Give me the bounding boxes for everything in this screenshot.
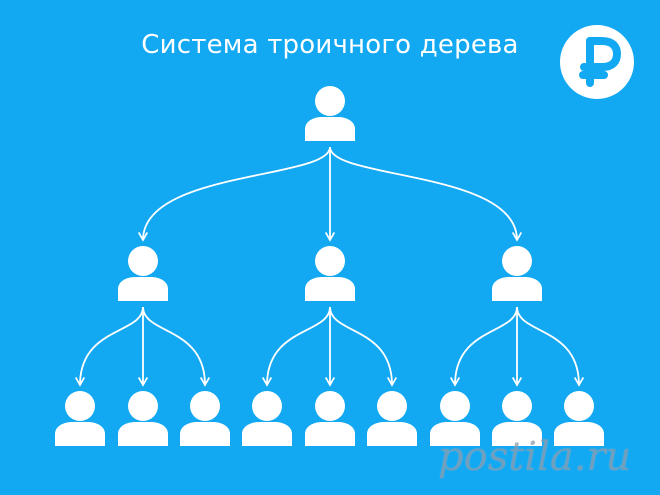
connector-node-3-to-leaf-3 [516,306,585,387]
person-body [305,277,355,301]
root-person-node [305,86,355,141]
connector-root-to-node-1 [137,146,331,242]
person-body [55,422,105,446]
person-body [242,422,292,446]
person-head [190,391,220,421]
level2-person-node-3 [492,246,542,301]
connector-node-2-to-leaf-3 [329,306,398,387]
person-head [65,391,95,421]
person-body [118,277,168,301]
person-head [502,391,532,421]
level3-person-node-8 [492,391,542,446]
level2-person-node-1 [118,246,168,301]
person-head [128,246,158,276]
ruble-icon [579,37,621,87]
person-head [315,86,345,116]
page-title: Система троичного дерева [141,30,519,60]
person-body [554,422,604,446]
connector-node-1-to-leaf-3 [142,306,211,387]
person-nodes [55,86,604,446]
ruble-badge [560,25,634,99]
connector-lines [74,146,585,387]
person-head [377,391,407,421]
person-body [305,117,355,141]
level3-person-node-6 [367,391,417,446]
person-body [180,422,230,446]
level3-person-node-7 [430,391,480,446]
connector-root-to-node-3 [329,146,523,242]
person-head [315,391,345,421]
level3-person-node-5 [305,391,355,446]
person-head [440,391,470,421]
person-head [128,391,158,421]
person-body [367,422,417,446]
connector-node-1-to-leaf-1 [74,306,144,387]
level3-person-node-4 [242,391,292,446]
person-head [252,391,282,421]
person-body [492,422,542,446]
person-head [502,246,532,276]
person-body [492,277,542,301]
level3-person-node-3 [180,391,230,446]
person-body [430,422,480,446]
level2-person-node-2 [305,246,355,301]
connector-node-2-to-leaf-1 [261,306,331,387]
level3-person-node-2 [118,391,168,446]
level3-person-node-1 [55,391,105,446]
person-body [305,422,355,446]
level3-person-node-9 [554,391,604,446]
person-head [564,391,594,421]
person-body [118,422,168,446]
connector-node-3-to-leaf-1 [449,306,518,387]
person-head [315,246,345,276]
